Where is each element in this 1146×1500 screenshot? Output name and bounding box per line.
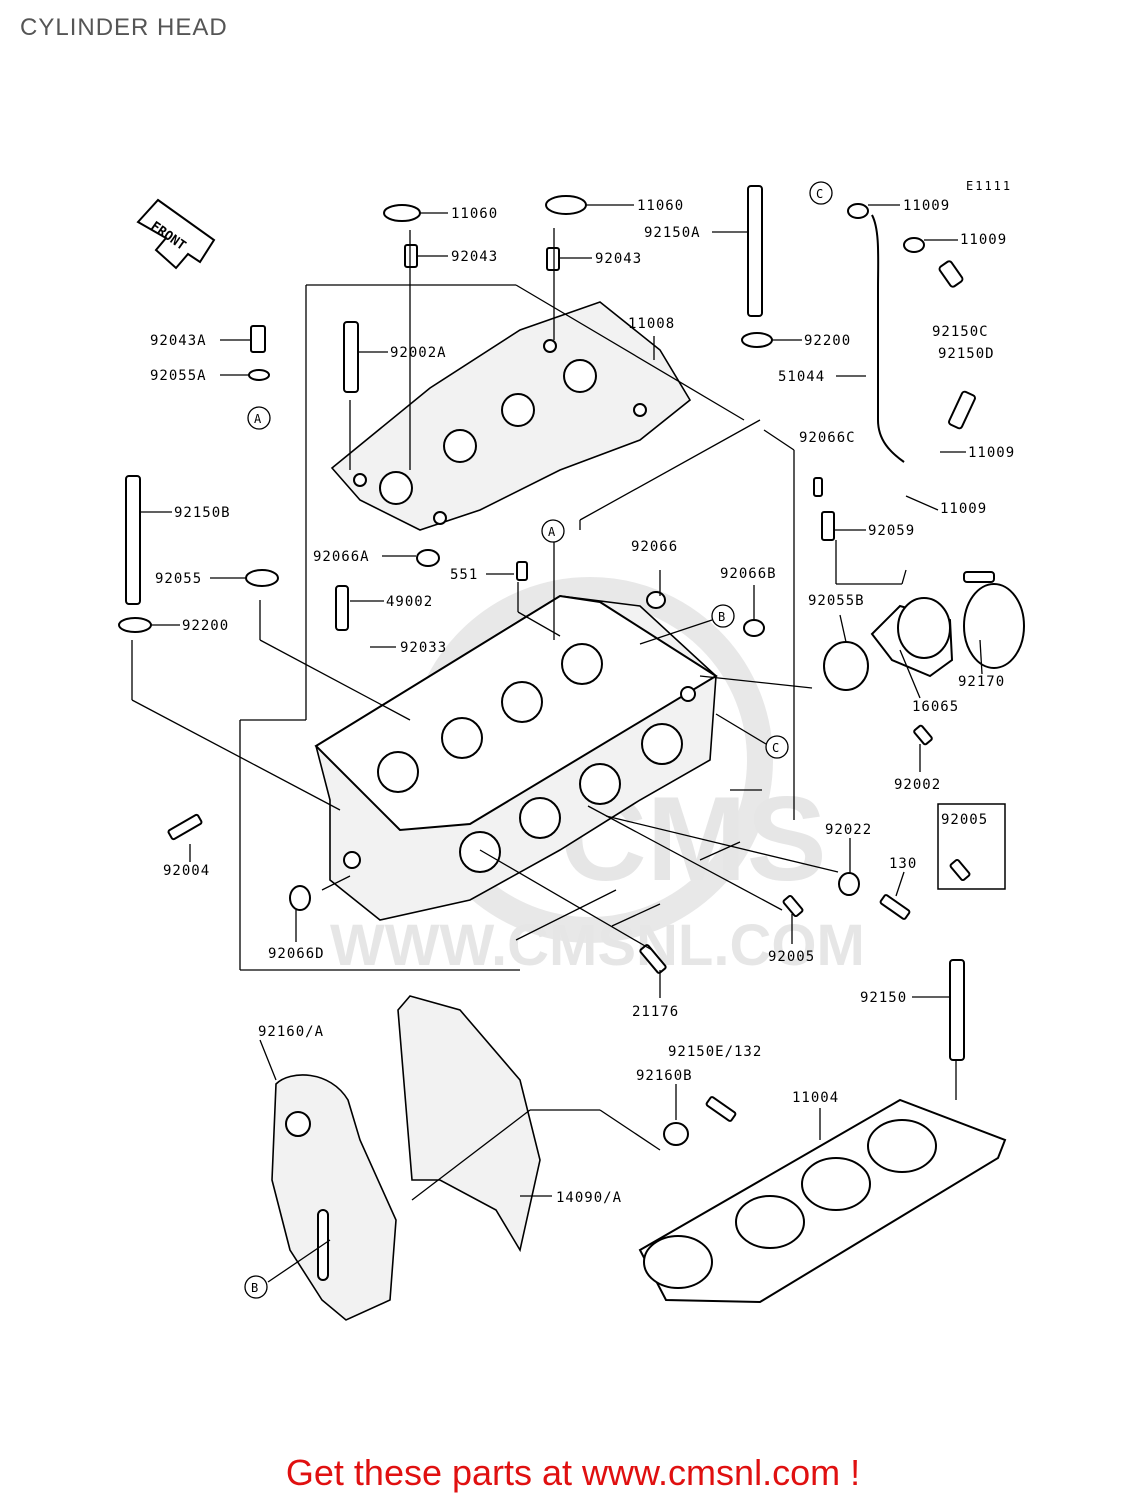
part-label: 11009 (960, 232, 1007, 248)
ref-marker-b-head: B (711, 604, 735, 628)
inset-box-92005 (937, 803, 1006, 890)
part-label: 92059 (868, 523, 915, 539)
water-outlet-16065 (870, 597, 954, 678)
part-label: 11009 (903, 198, 950, 214)
part-label: 92004 (163, 863, 210, 879)
part-label: 92150 (860, 990, 907, 1006)
part-label: 92200 (182, 618, 229, 634)
ref-marker-a-head: A (541, 519, 565, 543)
cover-14090A (397, 995, 541, 1253)
part-label: 51044 (778, 369, 825, 385)
part-label: 92200 (804, 333, 851, 349)
part-label: 92160B (636, 1068, 693, 1084)
part-label: 92160/A (258, 1024, 324, 1040)
cylinder-head (314, 594, 718, 921)
part-label: 92005 (941, 812, 988, 828)
camshaft-holder-11008 (330, 301, 692, 531)
footer-link[interactable]: Get these parts at www.cmsnl.com ! (285, 1452, 861, 1493)
part-label: 92066 (631, 539, 678, 555)
part-label: 92043A (150, 333, 207, 349)
front-arrow-icon: FRONT (136, 198, 216, 270)
cover-92160A (271, 1074, 397, 1321)
part-label: 92043 (451, 249, 498, 265)
ref-c-label: C (816, 187, 825, 201)
diagram-code: E1111 (966, 179, 1012, 193)
part-label: 92002A (390, 345, 447, 361)
part-label: 551 (450, 567, 478, 583)
part-label: 92022 (825, 822, 872, 838)
part-label: 130 (889, 856, 917, 872)
part-label: 14090/A (556, 1190, 622, 1206)
hose-clamp-92170 (963, 571, 1025, 669)
part-label: 49002 (386, 594, 433, 610)
part-label: 92150A (644, 225, 701, 241)
ref-marker-c-head: C (765, 735, 789, 759)
page-title: CYLINDER HEAD (20, 14, 228, 41)
ref-marker-a-top: A (247, 406, 271, 430)
part-label: 16065 (912, 699, 959, 715)
part-label: 92055B (808, 593, 865, 609)
part-label: 92150D (938, 346, 995, 362)
part-label: 92043 (595, 251, 642, 267)
head-gasket-11004 (638, 1098, 1007, 1304)
part-labels: 11060 11060 92043 92043 92150A 11009 110… (150, 198, 1015, 1206)
part-label: 92033 (400, 640, 447, 656)
leader-lines (131, 204, 983, 1283)
ref-marker-b-cover: B (244, 1275, 268, 1299)
ref-a-label: A (254, 412, 263, 426)
ref-a-label: A (548, 525, 557, 539)
part-label: 92150B (174, 505, 231, 521)
bolts (125, 185, 976, 1122)
part-label: 11060 (451, 206, 498, 222)
part-label: 92066D (268, 946, 325, 962)
part-label: 92066A (313, 549, 370, 565)
watermark-url: WWW.CMSNL.COM (330, 913, 865, 978)
part-label: 11060 (637, 198, 684, 214)
part-label: 11009 (940, 501, 987, 517)
ref-b-label: B (718, 610, 727, 624)
part-label: 92150E/132 (668, 1044, 762, 1060)
part-label: 92005 (768, 949, 815, 965)
part-label: 92002 (894, 777, 941, 793)
part-label: 11008 (628, 316, 675, 332)
part-label: 92066C (799, 430, 856, 446)
part-label: 92150C (932, 324, 989, 340)
oil-pipe-51044 (871, 214, 905, 463)
ref-c-label: C (772, 741, 781, 755)
part-label: 92066B (720, 566, 777, 582)
part-label: 92170 (958, 674, 1005, 690)
part-label: 21176 (632, 1004, 679, 1020)
part-label: 11009 (968, 445, 1015, 461)
part-label: 92055A (150, 368, 207, 384)
ref-marker-c-top: C (809, 181, 833, 205)
part-label: 11004 (792, 1090, 839, 1106)
ref-b-label: B (251, 1281, 260, 1295)
part-label: 92055 (155, 571, 202, 587)
